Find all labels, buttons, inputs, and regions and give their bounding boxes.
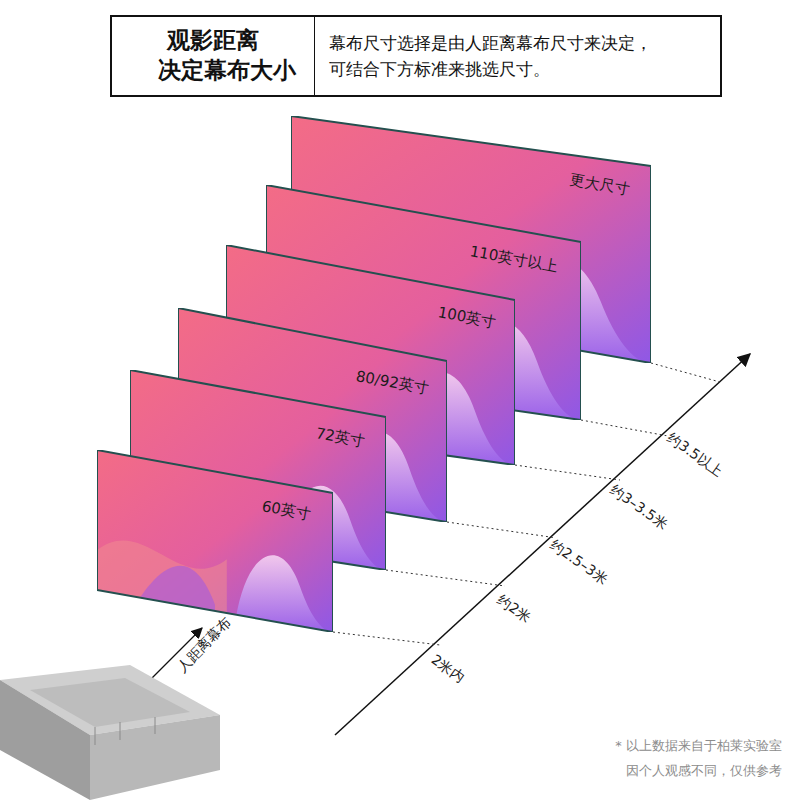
- header-body-cell: 幕布尺寸选择是由人距离幕布尺寸来决定， 可结合下方标准来挑选尺寸。: [315, 17, 720, 95]
- header-title: 观影距离 决定幕布大小: [158, 26, 268, 86]
- screen-waves: [266, 302, 581, 420]
- screen-border: [291, 116, 651, 363]
- header-body: 幕布尺寸选择是由人距离幕布尺寸来决定， 可结合下方标准来挑选尺寸。: [329, 30, 714, 83]
- screen-waves: [178, 414, 447, 522]
- screen-waves: [291, 239, 651, 363]
- sofa: [0, 665, 220, 800]
- distance-label: 2米内: [426, 650, 470, 688]
- distance-label: 约3–3.5米: [605, 480, 673, 535]
- screen-shape: [97, 450, 333, 632]
- distance-label: 约2米: [492, 590, 536, 628]
- footnote: * 以上数据来自于柏莱实验室: [615, 737, 782, 755]
- screen-waves: [130, 469, 386, 570]
- distance-label: 约3.5以上: [662, 428, 728, 482]
- footnote: 因个人观感不同，仅供参考: [626, 762, 782, 780]
- screen-waves: [97, 541, 333, 632]
- arrow-label: 人距离幕布: [172, 613, 237, 678]
- distance-label: 约2.5–3米: [545, 535, 613, 590]
- header-box: 观影距离 决定幕布大小 幕布尺寸选择是由人距离幕布尺寸来决定， 可结合下方标准来挑…: [110, 15, 722, 97]
- screen-waves: [226, 354, 515, 465]
- header-title-cell: 观影距离 决定幕布大小: [112, 17, 315, 95]
- screen-panel: 60英寸: [97, 450, 333, 632]
- screen-fill: [291, 116, 651, 363]
